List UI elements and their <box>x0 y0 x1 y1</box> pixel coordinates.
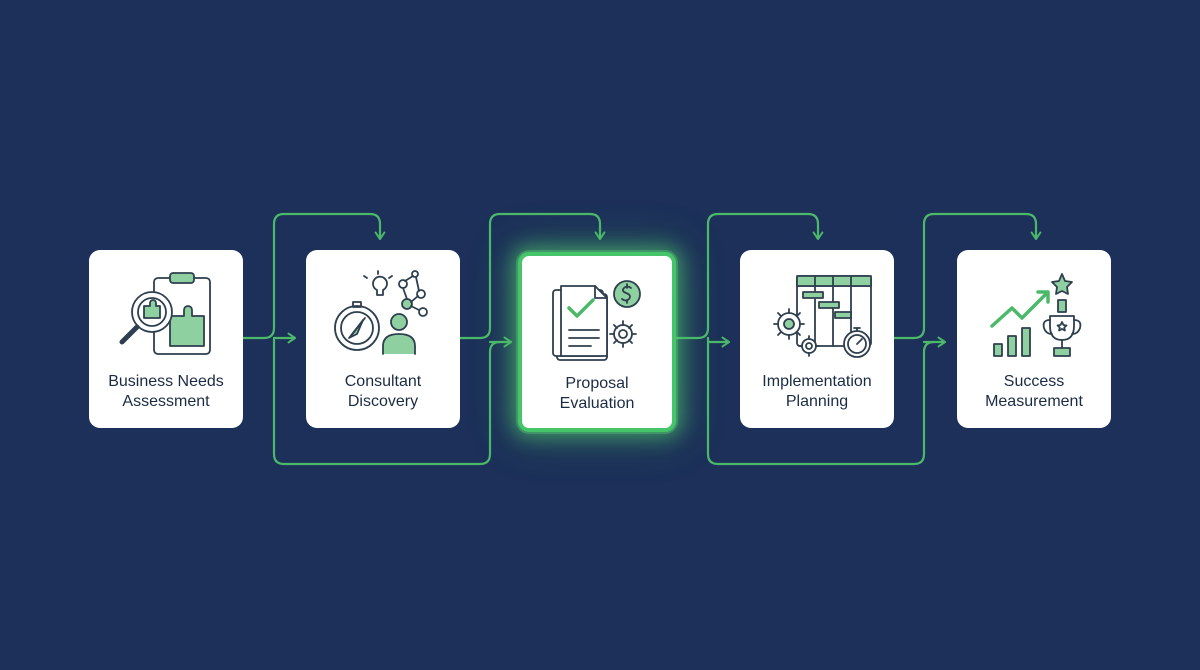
step-card-implementation-planning: Implementation Planning <box>740 250 894 428</box>
growth-chart-trophy-icon <box>990 273 1082 357</box>
compass-person-network-icon <box>334 270 428 355</box>
step-card-success-measurement: Success Measurement <box>957 250 1111 428</box>
gantt-gears-stopwatch-icon <box>773 275 872 358</box>
connector-top-2-3 <box>458 212 606 340</box>
connector-bottom-1-2 <box>272 336 502 466</box>
step-card-consultant-discovery: Consultant Discovery <box>306 250 460 428</box>
step-label: Implementation Planning <box>762 373 872 410</box>
step-label: Business Needs Assessment <box>108 373 224 410</box>
step-card-business-needs: Business Needs Assessment <box>89 250 243 428</box>
connector-top-4-5 <box>892 212 1042 340</box>
step-label: Consultant Discovery <box>344 373 422 410</box>
clipboard-magnifier-puzzle-icon <box>119 272 211 355</box>
connector-top-3-4 <box>674 212 824 340</box>
document-check-dollar-gear-icon <box>552 280 641 361</box>
step-card-proposal-evaluation: Proposal Evaluation <box>518 252 676 432</box>
step-label: Success Measurement <box>985 373 1083 410</box>
connector-bottom-3-4 <box>706 336 936 466</box>
step-label: Proposal Evaluation <box>559 375 635 412</box>
connector-top-1-2 <box>241 212 386 340</box>
